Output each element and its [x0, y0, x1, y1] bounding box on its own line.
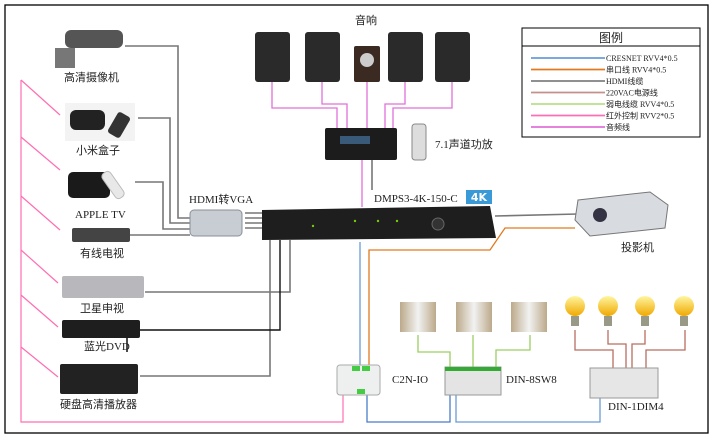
speaker-icon: [388, 32, 423, 82]
mi-box: 小米盒子: [65, 103, 135, 157]
legend-item-label: CRESNET RVV4*0.5: [606, 54, 678, 63]
outer-border: [4, 4, 709, 434]
bluray-label: 蓝光DVD: [84, 339, 130, 353]
curtains: [400, 302, 547, 332]
light-bulb-icon: [565, 296, 585, 316]
cabletv-label: 有线电视: [80, 246, 124, 260]
hdmi-wiring: [125, 45, 579, 377]
din-1dim4-module-icon: [589, 367, 659, 399]
bluray-icon: [62, 320, 140, 338]
cable-tv: 有线电视: [72, 228, 130, 260]
legend-item-label: 红外控制 RVV2*0.5: [606, 111, 674, 121]
legend-item-label: 弱电线缆 RVV4*0.5: [606, 99, 674, 109]
woofer-icon: [360, 53, 374, 67]
appletv-label: APPLE TV: [75, 209, 126, 221]
4k-badge-text: 4K: [471, 191, 488, 204]
din-8sw8-module-icon: [444, 366, 502, 396]
hdd-player-label: 硬盘高清播放器: [60, 397, 137, 411]
dmps-switcher-icon: [262, 206, 496, 240]
hdd-player: 硬盘高清播放器: [60, 364, 138, 411]
bluray-hdmi-cable: [140, 240, 281, 331]
legend-item-label: 音频线: [606, 122, 630, 132]
satellite-tv: 卫星申视: [62, 276, 144, 315]
hdd-player-icon: [60, 364, 138, 394]
curtain-wiring: [417, 335, 531, 367]
switcher-leds: [311, 219, 399, 228]
hd-camera: 高清摄像机: [55, 30, 123, 84]
legend-item-label: HDMI线缆: [606, 76, 643, 86]
mibox-label: 小米盒子: [76, 143, 120, 157]
projector-icon: [574, 191, 669, 237]
curtain-icon: [456, 302, 492, 332]
c2n-io-module-icon: [336, 364, 381, 396]
camera-label: 高清摄像机: [64, 70, 119, 84]
amplifier-label: 7.1声道功放: [435, 137, 493, 151]
speaker-group: [255, 32, 470, 82]
converter-label: HDMI转VGA: [189, 192, 253, 206]
remote-control-icon: [411, 123, 427, 161]
legend-item-label: 220VAC电源线: [606, 88, 658, 98]
hdmi-vga-converter-icon: [189, 209, 243, 237]
mibox-icon: [70, 110, 105, 130]
speaker-icon: [255, 32, 290, 82]
cabletv-icon: [72, 228, 130, 242]
control-wiring: [359, 227, 601, 423]
light-bulbs: [565, 296, 694, 326]
din1dim4-label: DIN-1DIM4: [608, 401, 664, 413]
speaker-icon: [435, 32, 470, 82]
light-bulb-icon: [598, 296, 618, 316]
light-bulb-icon: [635, 296, 655, 316]
legend-title: 图例: [599, 31, 623, 45]
audio-wiring: [271, 82, 453, 207]
ir-control-wiring: [20, 79, 344, 423]
speaker-icon: [305, 32, 340, 82]
light-bulb-icon: [674, 296, 694, 316]
din8sw8-label: DIN-8SW8: [506, 374, 557, 386]
apple-tv: APPLE TV: [68, 170, 126, 221]
4k-badge: [466, 190, 492, 204]
satellite-icon: [62, 276, 144, 298]
legend-item-label: 串口线 RVV4*0.5: [606, 65, 666, 75]
light-power-wiring: [574, 330, 686, 370]
satellite-label: 卫星申视: [80, 301, 124, 315]
camera-icon: [65, 30, 123, 48]
amplifier-display: [340, 136, 370, 144]
curtain-icon: [511, 302, 547, 332]
c2n-label: C2N-IO: [392, 374, 428, 386]
bluray-dvd: 蓝光DVD: [62, 320, 140, 353]
appletv-icon: [68, 172, 110, 198]
curtain-icon: [400, 302, 436, 332]
speakers-label: 音响: [355, 13, 377, 27]
switcher-label: DMPS3-4K-150-C: [374, 193, 458, 205]
projector-label: 投影机: [621, 240, 654, 254]
